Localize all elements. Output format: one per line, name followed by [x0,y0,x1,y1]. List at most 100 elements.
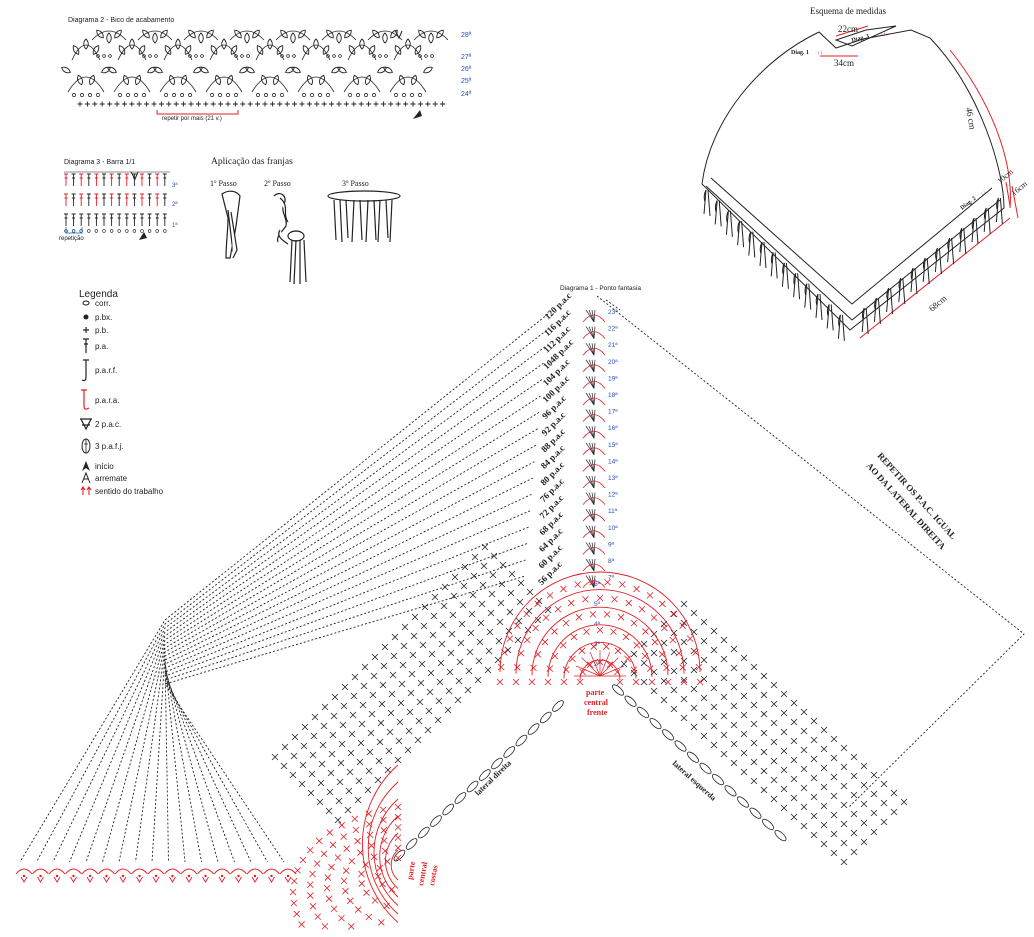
stitch-grid [271,543,908,866]
repeat-label: repetir por mais (21 v.) [162,116,222,122]
row-label: 22ª [608,326,618,333]
measure-label: 22cm [838,24,858,34]
legend-label: arremate [95,474,128,483]
row-label: 14ª [608,458,618,465]
measure-label: 34cm [834,58,854,68]
row-label: 9ª [608,541,615,548]
start-arrow-icon [413,110,422,119]
repeat-outline-lines [15,295,1025,883]
row-label: 3ª [594,641,601,648]
diagram2: Diagrama 2 - Bico de acabamento 28ª 27ª … [60,17,472,122]
finish-arrow-icon [130,171,139,181]
row-label: 12ª [608,492,618,499]
center-front-label: parte [586,688,605,697]
legend-label: 3 p.a.f.j. [95,442,123,451]
double-crochet-symbol-icon [83,338,89,353]
front-post-double-crochet-icon [81,359,89,382]
single-crochet-symbol-icon [83,327,89,333]
row-label: 7ª [608,575,615,582]
row-label: 15ª [608,442,618,449]
row-label: 8ª [608,558,615,565]
fringe-step: 2º Passo [264,179,291,188]
diagram3-chart [63,171,170,233]
row-label: 21ª [608,342,618,349]
legend-label: p.a.r.a. [95,396,119,405]
row-label: 28ª [461,32,472,39]
legend-label: p.a.r.f. [95,366,117,375]
legend-label: sentido do trabalho [95,487,164,496]
fringe-step1-drawing [221,190,241,259]
row-label: 25ª [461,78,472,85]
row-label: 19ª [608,375,618,382]
repeat-label: repetição [59,236,84,242]
repeat-note: AO DA LATERAL DIREITA [865,461,948,552]
row-label: 3ª [172,182,178,189]
finish-arrow-icon [394,29,403,40]
schema-title: Esquema de medidas [810,6,886,16]
measure-line [949,49,1011,209]
svg-text:↓↓: ↓↓ [980,189,988,197]
fringe-title: Aplicação das franjas [211,156,293,167]
legend: Legenda corr.p.bx.p.b.p.a.p.a.r.f.p.a.r.… [79,289,164,496]
back-post-double-crochet-icon [81,389,90,410]
diagram2-title: Diagrama 2 - Bico de acabamento [68,17,174,24]
legend-label: p.a. [95,342,108,351]
row-label: 23ª [608,309,618,316]
repeat-bracket [156,110,239,115]
legend-label: p.b. [95,326,108,335]
row-label: 6ª [594,581,601,588]
center-red-stitches [289,571,704,930]
legend-label: corr. [95,299,111,308]
diagram1-title: Diagrama 1 - Ponto fantasia [560,285,641,292]
finish-arrow-icon [81,471,91,484]
diagram3-title: Diagrama 3 - Barra 1/1 [64,159,135,166]
row-label: 18ª [608,392,618,399]
row-label: 26ª [461,66,472,73]
work-direction-icon [80,486,92,495]
measure-label: 68cm [927,293,949,314]
center-front-label: central [584,698,609,707]
row-label: 16ª [608,425,618,432]
legend-title: Legenda [79,289,118,300]
shawl-outline [701,29,1005,331]
legend-label: 2 p.a.c. [95,420,121,429]
three-dc-cluster-icon [81,438,91,454]
measure-label: 46 cm [964,107,978,131]
row-label: 2ª [172,201,178,208]
diag-label: Diag. 3 [851,34,870,44]
lateral-left-label: lateral esquerda [671,759,718,803]
measure-line [835,25,869,37]
center-back-label: parte [405,860,417,880]
svg-text:↓↓: ↓↓ [817,50,823,56]
svg-text:↑↑: ↑↑ [880,32,886,38]
fringe-step2-drawing [273,192,307,285]
fringe-step: 3º Passo [342,179,369,188]
center-back-label: costas [427,865,439,887]
row-label: 27ª [461,54,472,61]
start-arrow-icon [139,232,147,240]
row-label: 1ª [172,222,178,229]
diagram2-chart [60,28,449,107]
row-label: 20ª [608,359,618,366]
center-front-label: frente [587,708,608,717]
fringe-step: 1º Passo [210,179,237,188]
fringe-application: Aplicação das franjas 1º Passo 2º Passo … [210,156,401,285]
chain-symbol-icon [82,300,90,306]
measure-line [859,217,1011,339]
row-label: 24ª [461,91,472,98]
start-arrow-icon [82,461,90,471]
repeat-note: REPETIR OS P.A.C. IGUAL [876,451,959,541]
row-label: 10ª [608,525,618,532]
row-label: 11ª [608,508,618,515]
row-label: 17ª [608,409,618,416]
center-back-label: central [416,860,429,886]
diag-label: Diag. 1 [791,50,809,56]
diagram3: Diagrama 3 - Barra 1/1 3ª 2ª 1ª repetiçã… [59,159,178,242]
fringe-step3-drawing [327,190,401,243]
two-dc-together-icon [80,418,92,431]
slip-stitch-symbol-icon [83,314,89,320]
repeat-bracket [65,227,83,234]
legend-label: início [95,462,114,471]
measurement-schema: Esquema de medidas 22cm 34cm 46 cm 68cm … [701,6,1029,341]
